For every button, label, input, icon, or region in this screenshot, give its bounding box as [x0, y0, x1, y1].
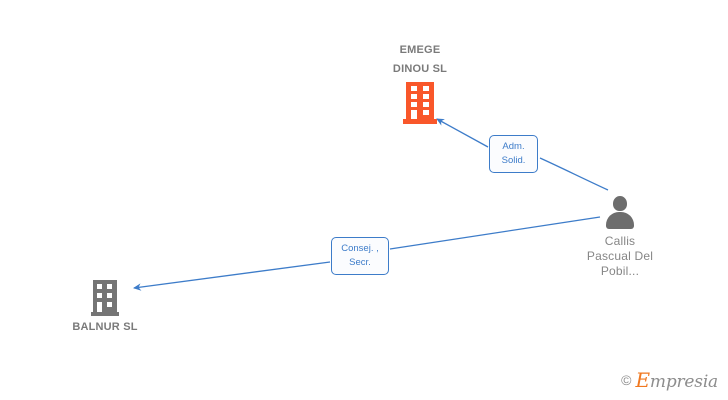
person-icon	[603, 196, 637, 230]
edge-line-adm-solid	[539, 157, 609, 191]
empresia-watermark: © Empresia	[621, 368, 718, 392]
copyright-icon: ©	[621, 372, 632, 388]
node-callis-pascual-del-pobil[interactable]: Callis Pascual Del Pobil...	[560, 196, 680, 279]
edge-line-consej-secr-left	[133, 261, 331, 291]
edge-label-consej-secr-line1: Consej. ,	[341, 243, 379, 254]
node-balnur-label: BALNUR SL	[72, 321, 138, 333]
node-emege-dinou-sl[interactable]: EMEGE DINOU SL	[340, 44, 500, 124]
edge-label-consej-secr-line2: Secr.	[349, 257, 371, 268]
node-balnur-sl[interactable]: BALNUR SL	[45, 280, 165, 334]
brand-name: Empresia	[636, 368, 719, 392]
node-emege-label-line1: EMEGE	[399, 44, 441, 56]
node-person-label-line3: Pobil...	[600, 264, 640, 278]
node-person-label-line1: Callis	[604, 234, 636, 248]
node-emege-label-line2: DINOU SL	[392, 63, 448, 75]
brand-initial: E	[635, 368, 651, 392]
node-person-label-line2: Pascual Del	[586, 249, 654, 263]
brand-rest: mpresia	[649, 372, 718, 392]
building-icon	[91, 280, 119, 316]
edge-label-consej-secr[interactable]: Consej. , Secr.	[331, 237, 389, 275]
edge-label-adm-solid[interactable]: Adm. Solid.	[489, 135, 538, 173]
edge-label-adm-solid-line2: Solid.	[501, 155, 526, 166]
building-icon	[403, 82, 437, 124]
edge-line-adm-solid-head	[436, 118, 489, 148]
edge-label-adm-solid-line1: Adm.	[502, 141, 525, 152]
edge-line-consej-secr-right	[389, 216, 601, 250]
